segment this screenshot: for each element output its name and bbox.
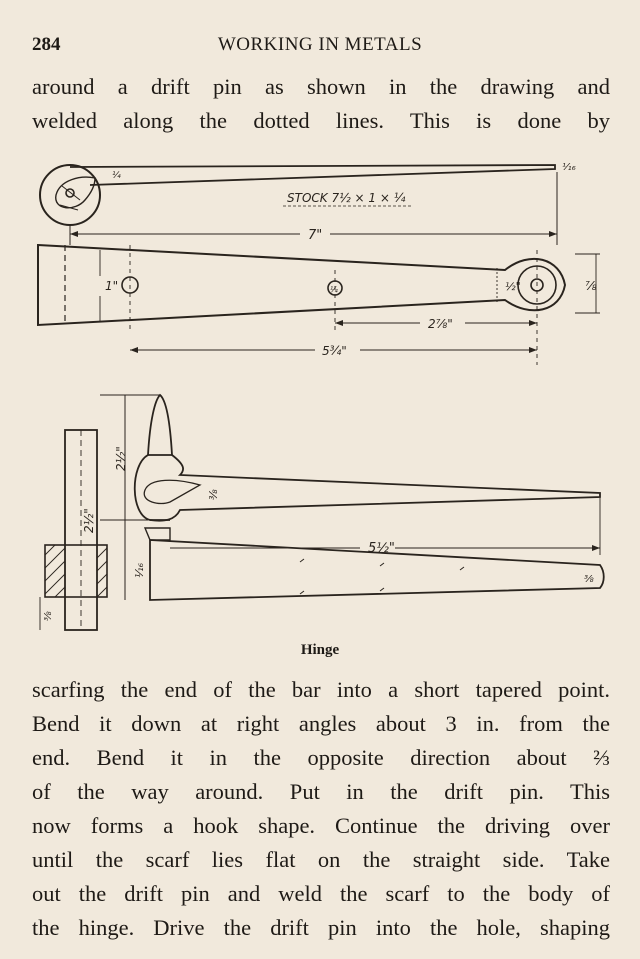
dim-label-3-8-loop: ⅜ [207,489,220,500]
dimension-7: 7" [69,172,558,245]
stock-label: STOCK 7½ × 1 × ¼ [287,191,406,205]
dim-label-7-8: ⅞ [585,279,597,293]
text-line: end. Bend it in the opposite direction a… [32,745,610,770]
dim-label-7: 7" [308,228,322,243]
dim-label-3-8-bottom: ⅜ [43,611,54,621]
hole-label: ¼ [330,285,338,294]
text-line: of the way around. Put in the drift pin.… [32,779,610,804]
hinge-strap-flat: ¼ 1" ½" ⅞ [37,243,600,365]
hinge-side-view: ⅜ 2½" ⅟₁₆ ⅜ 5½" [39,393,605,631]
text-line: out the drift pin and weld the scarf to … [32,881,610,906]
dim-end-mark: ⅟₁₆ [562,162,576,173]
dim-mark-small: ¼ [112,171,121,181]
hinge-strap-bent: ¼ ⅟₁₆ STOCK 7½ × 1 × ¼ [39,162,576,226]
page-number: 284 [32,34,61,55]
top-paragraph: around a drift pin as shown in the drawi… [32,70,610,138]
dimension-2-7-8: 2⅞" [335,317,537,331]
dim-label-3-8-tip: ⅜ [584,574,594,585]
hinge-drawing: ¼ ⅟₁₆ STOCK 7½ × 1 × ¼ 7" ¼ [37,162,605,631]
page-header: 284 WORKING IN METALS [32,34,608,60]
text-line: until the scarf lies flat on the straigh… [32,847,610,872]
dim-label-1-16: ⅟₁₆ [133,562,146,578]
figure-caption: Hinge [300,642,340,658]
dim-label-5-3-4: 5¾" [322,344,347,358]
dimension-5-3-4: 5¾" [130,344,537,358]
text-line: around a drift pin as shown in the drawi… [32,74,610,99]
text-line: welded along the dotted lines. This is d… [32,108,610,133]
text-line: Bend it down at right angles about 3 in.… [32,711,610,736]
dim-label-1: 1" [105,279,118,293]
text-line: the hinge. Drive the drift pin into the … [32,915,610,940]
dim-label-5-half: 5½" [368,541,395,556]
text-line: now forms a hook shape. Continue the dri… [32,813,610,838]
text-line: scarfing the end of the bar into a short… [32,677,610,702]
bottom-paragraph: scarfing the end of the bar into a short… [32,673,610,945]
dim-label-half: ½" [505,280,521,293]
running-title: WORKING IN METALS [217,34,423,55]
dim-label-2-half-top: 2½" [114,446,128,471]
dim-label-2-7-8: 2⅞" [428,317,453,331]
dim-label-2-half-side: 2½" [82,508,96,533]
